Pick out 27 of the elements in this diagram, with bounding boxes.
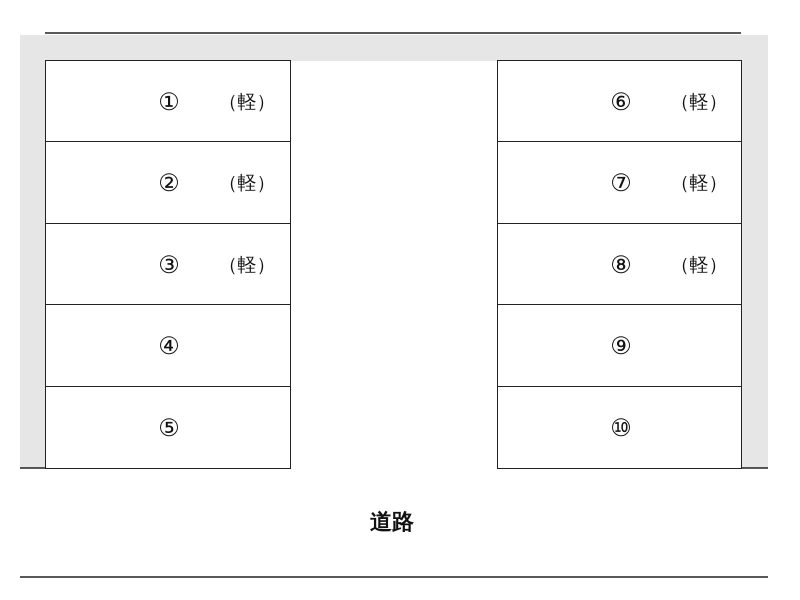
- parking-space: [45, 60, 291, 143]
- parking-space: [45, 304, 291, 388]
- parking-space: [45, 223, 291, 306]
- light-vehicle-note: （軽）: [218, 90, 276, 114]
- light-vehicle-note: （軽）: [670, 171, 728, 196]
- parking-space: [45, 386, 291, 469]
- parking-space: [497, 223, 742, 306]
- light-vehicle-note: （軽）: [218, 252, 276, 278]
- space-number: ①: [158, 88, 180, 116]
- space-number: ⑤: [158, 414, 180, 442]
- space-number: ⑥: [610, 88, 632, 116]
- space-number: ④: [158, 332, 180, 360]
- light-vehicle-note: （軽）: [670, 252, 728, 278]
- space-number: ⑨: [610, 332, 632, 360]
- parking-space: [497, 386, 742, 469]
- space-number: ⑩: [610, 414, 632, 442]
- parking-space: [497, 60, 742, 143]
- parking-space: [45, 141, 291, 225]
- road-label: 道路: [370, 509, 414, 537]
- space-number: ⑧: [610, 250, 632, 278]
- space-number: ③: [158, 250, 180, 278]
- light-vehicle-note: （軽）: [670, 90, 728, 114]
- parking-space: [497, 304, 742, 388]
- parking-space: [497, 141, 742, 225]
- space-number: ⑦: [610, 169, 632, 197]
- space-number: ②: [158, 169, 180, 197]
- light-vehicle-note: （軽）: [218, 171, 276, 196]
